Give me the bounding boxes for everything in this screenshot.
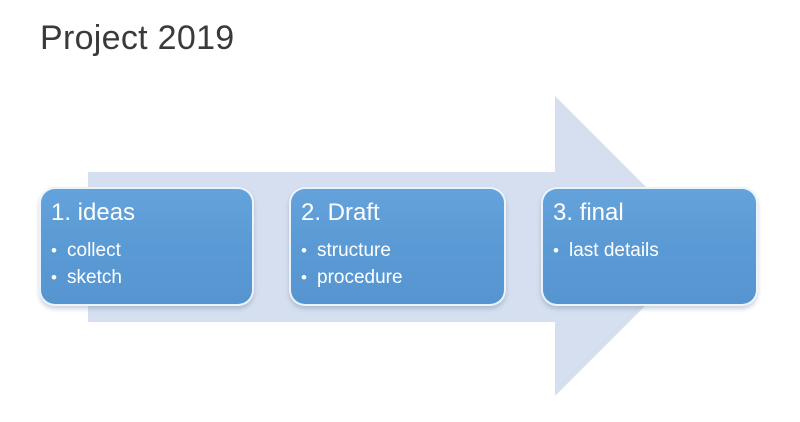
bullet-text: sketch (67, 267, 122, 288)
bullet-icon: • (301, 268, 307, 287)
bullet-icon: • (553, 241, 559, 260)
step-heading: 2. Draft (301, 199, 380, 226)
step-bullet-list: • collect • sketch (51, 237, 242, 291)
step-box-final: 3. final • last details (541, 187, 758, 306)
bullet-icon: • (51, 241, 57, 260)
bullet-text: structure (317, 240, 391, 261)
bullet-icon: • (301, 241, 307, 260)
list-item: • sketch (51, 264, 242, 291)
step-heading: 1. ideas (51, 199, 136, 226)
list-item: • procedure (301, 264, 494, 291)
bullet-text: procedure (317, 267, 403, 288)
list-item: • structure (301, 237, 494, 264)
bullet-text: last details (569, 240, 659, 261)
bullet-icon: • (51, 268, 57, 287)
step-box-ideas: 1. ideas • collect • sketch (39, 187, 254, 306)
list-item: • last details (553, 237, 746, 264)
step-bullet-list: • last details (553, 237, 746, 264)
step-heading: 3. final (553, 199, 624, 226)
step-box-draft: 2. Draft • structure • procedure (289, 187, 506, 306)
step-bullet-list: • structure • procedure (301, 237, 494, 291)
bullet-text: collect (67, 240, 121, 261)
list-item: • collect (51, 237, 242, 264)
slide-title: Project 2019 (40, 19, 235, 57)
